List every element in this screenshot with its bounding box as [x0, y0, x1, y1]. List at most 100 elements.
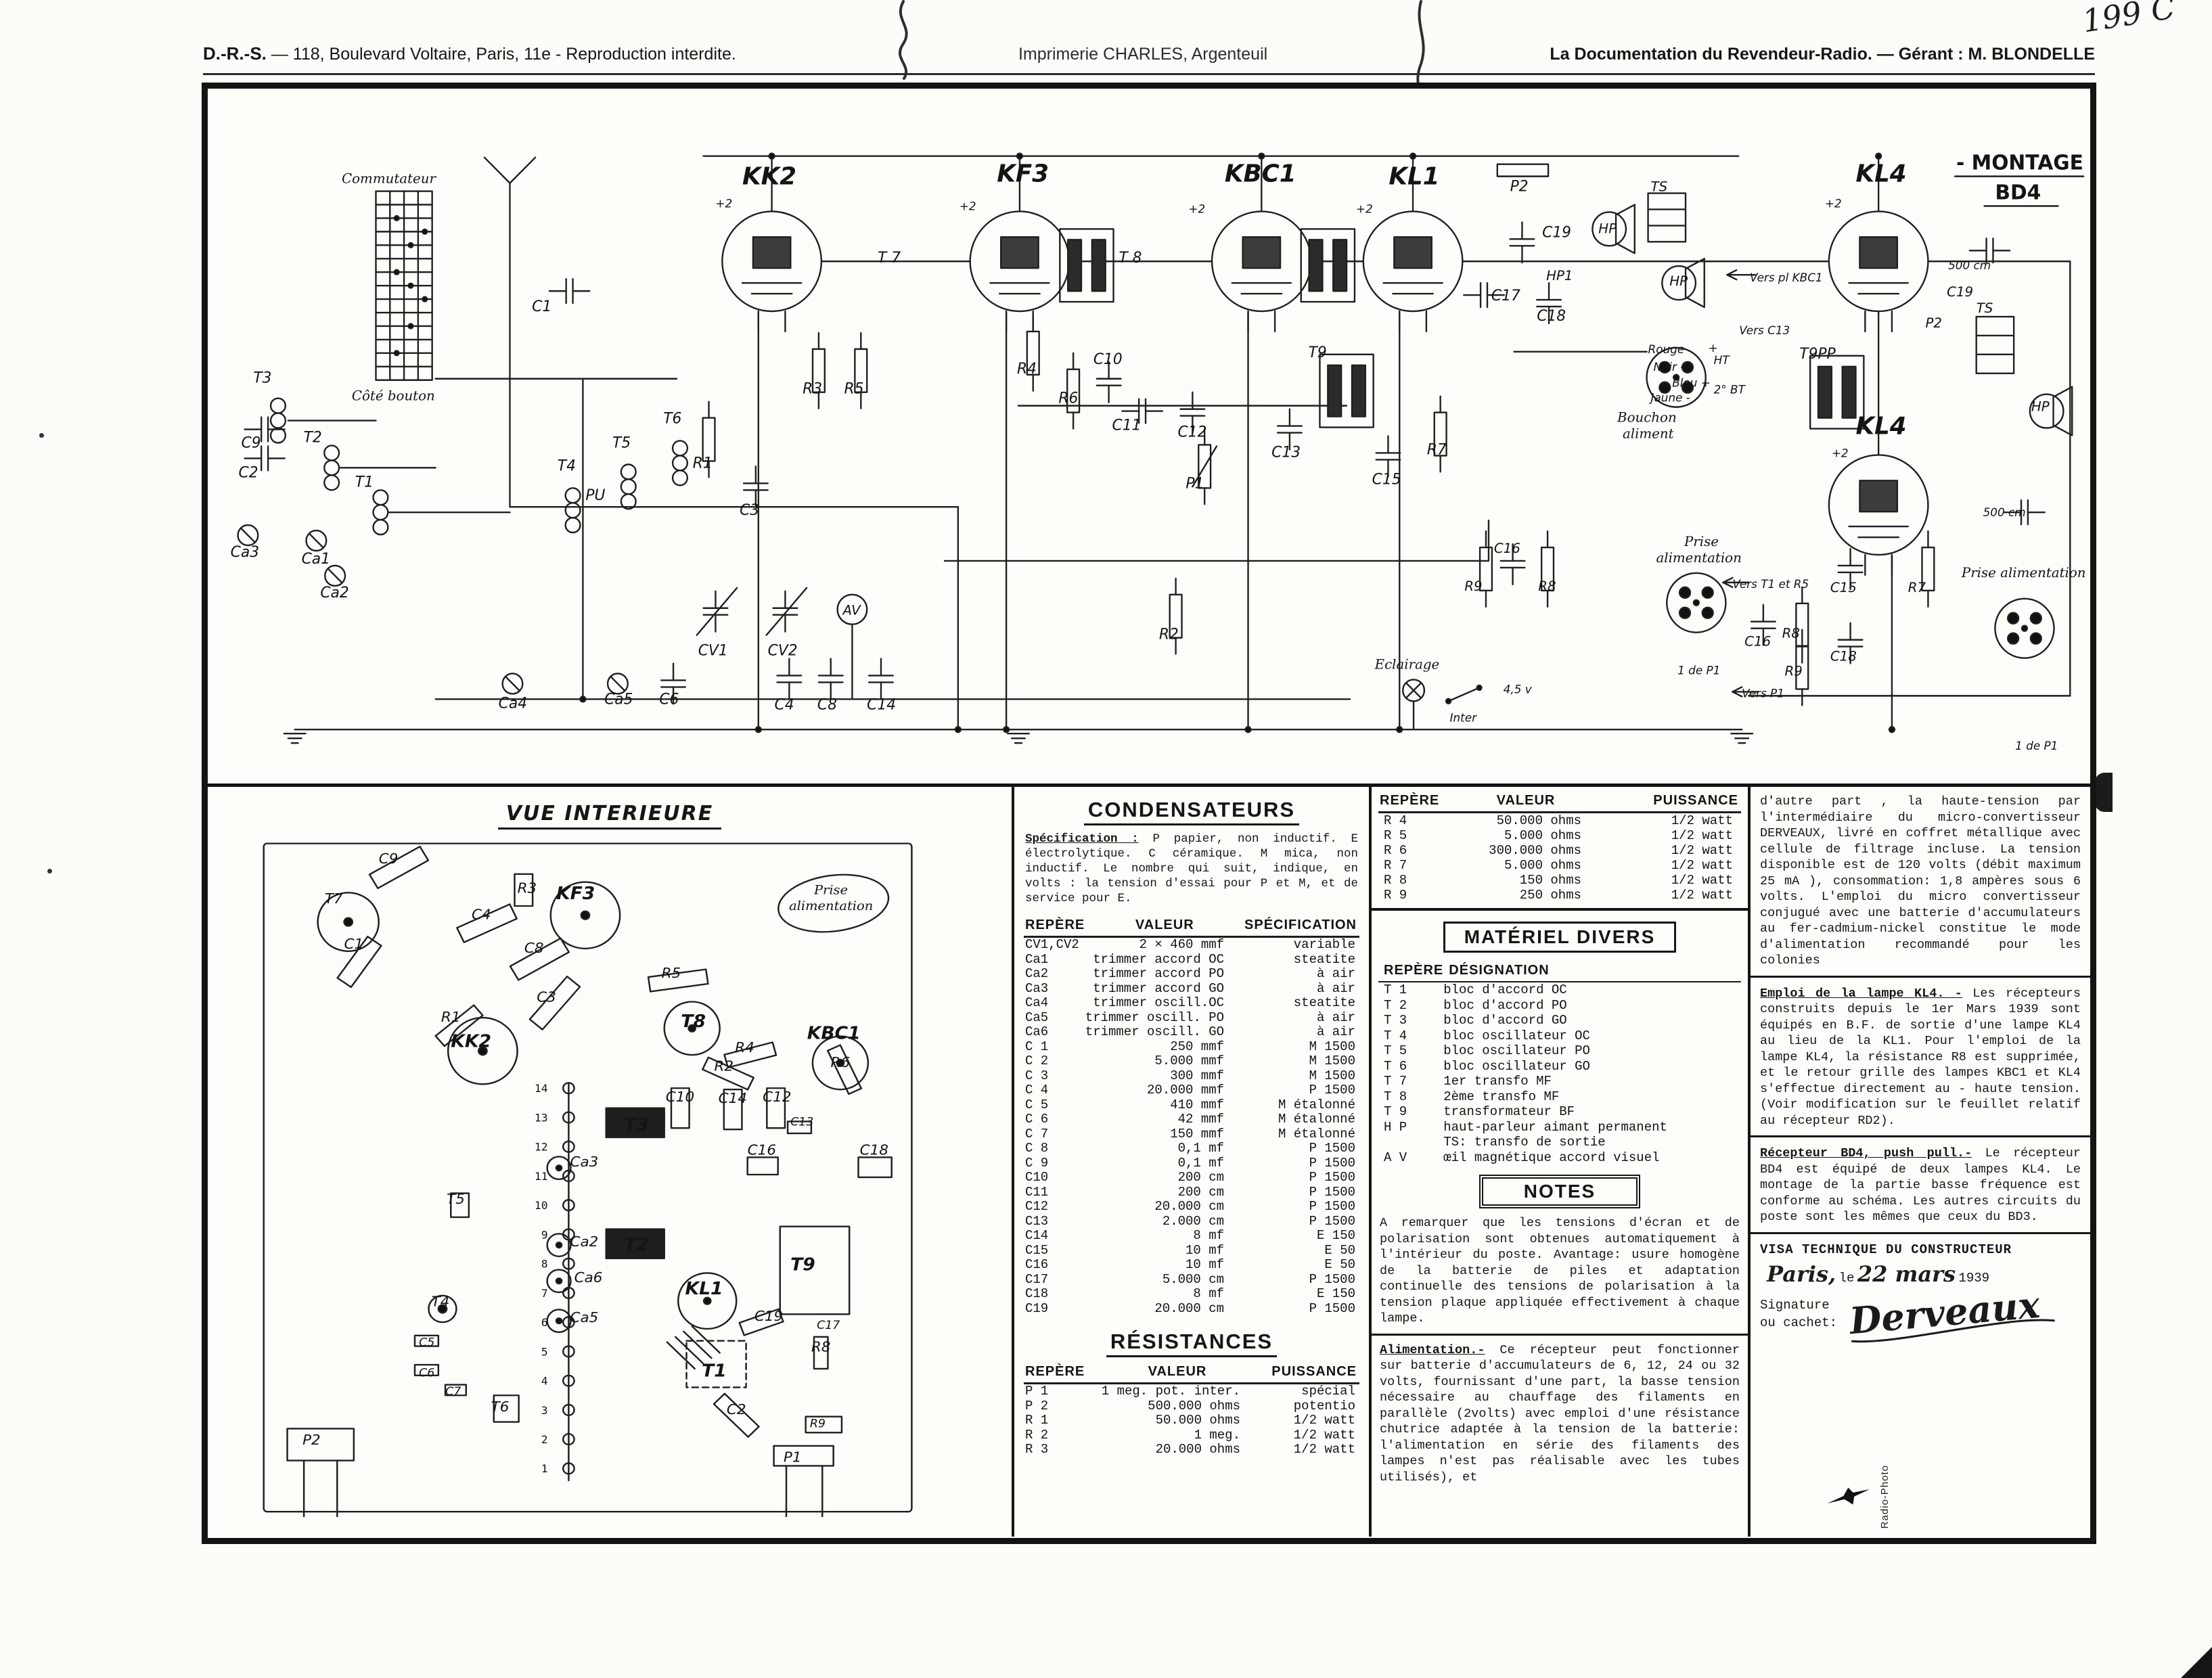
table-cell: P 1500	[1309, 1141, 1355, 1156]
component-label: 500 cm	[1948, 258, 1991, 272]
table-cell: M étalonné	[1278, 1112, 1355, 1127]
component-label: C16	[1744, 634, 1771, 650]
component-label: HP1	[1546, 268, 1573, 284]
table-header-row: REPÈRE VALEUR SPÉCIFICATION	[1024, 914, 1359, 938]
component-label: T2	[304, 429, 322, 446]
table-cell: trimmer oscill. PO	[1085, 1010, 1225, 1025]
component-label: 12	[535, 1141, 548, 1154]
table-cell: 20.000 cm	[1154, 1300, 1225, 1316]
table-row: TS: transfo de sortie	[1378, 1135, 1741, 1150]
component-label: C3	[537, 989, 556, 1005]
component-label: R6	[1058, 390, 1078, 407]
table-cell: 5.000 ohms	[1504, 828, 1581, 843]
component-label: alimentation	[1656, 550, 1741, 566]
component-label: Prise	[813, 883, 848, 898]
vue-interieure-title: VUE INTERIEURE	[497, 802, 722, 830]
table-header-row: REPÈRE VALEUR PUISSANCE	[1378, 790, 1741, 813]
component-label: HP	[1669, 273, 1688, 289]
table-cell: à air	[1316, 966, 1355, 981]
table-cell: 1/2 watt	[1293, 1442, 1355, 1457]
table-cell: trimmer accord GO	[1093, 980, 1225, 996]
component-label: R2	[714, 1058, 733, 1074]
table-cell: Ca5	[1025, 1010, 1049, 1025]
component-label: KK2	[451, 1032, 491, 1051]
table-cell: 1/2 watt	[1671, 873, 1733, 888]
table-cell: spécial	[1301, 1384, 1355, 1399]
signature-label: Signature ou cachet:	[1760, 1297, 1838, 1330]
table-cell: 2.000 cm	[1162, 1213, 1225, 1229]
component-label: R1	[441, 1008, 461, 1024]
table-cell: P 1500	[1309, 1213, 1355, 1229]
table-cell: E 150	[1316, 1228, 1355, 1243]
component-label: C1	[532, 298, 551, 315]
table-cell: œil magnétique accord visuel	[1443, 1150, 1660, 1165]
table-cell: 0,1 mf	[1177, 1141, 1225, 1156]
table-cell: bloc d'accord OC	[1443, 982, 1567, 997]
component-label: +2	[1825, 196, 1842, 210]
table-cell: 1/2 watt	[1671, 828, 1733, 843]
component-label: AV	[842, 603, 861, 618]
component-label: T 7	[878, 250, 901, 267]
table-row: R 5 5.000 ohms 1/2 watt	[1378, 828, 1741, 843]
component-label: C5	[419, 1336, 434, 1350]
component-label: C8	[817, 696, 837, 713]
component-label: C9	[242, 434, 261, 451]
table-cell: C17	[1025, 1271, 1049, 1287]
component-label: C15	[1372, 471, 1401, 488]
table-cell: Ca6	[1025, 1024, 1049, 1039]
chassis-drawing	[263, 842, 913, 1518]
component-label: C15	[1830, 580, 1857, 595]
divider	[1751, 1231, 2090, 1234]
table-cell: C12	[1025, 1199, 1049, 1214]
component-label: KBC1	[807, 1024, 861, 1043]
component-label: 4,5 v	[1504, 682, 1533, 696]
scan-artifact	[47, 869, 52, 874]
component-label: R2	[1159, 627, 1179, 643]
table-cell: H P	[1384, 1119, 1407, 1135]
component-label: Ca5	[570, 1309, 598, 1325]
component-label: +2	[715, 196, 732, 210]
component-label: T9	[1309, 344, 1327, 361]
table-cell: 8 mf	[1193, 1228, 1225, 1243]
printer-credit: Imprimerie CHARLES, Argenteuil	[1018, 45, 1268, 64]
tube-label-kbc1: KBC1	[1225, 160, 1296, 187]
table-cell: 2 × 460 mmf	[1139, 937, 1225, 952]
component-label: 11	[535, 1170, 548, 1183]
component-label: R9	[1785, 663, 1803, 679]
component-label: Vers T1 et R5	[1732, 577, 1809, 591]
table-cell: M étalonné	[1278, 1126, 1355, 1141]
table-cell: 1/2 watt	[1671, 888, 1733, 903]
table-cell: 200 cm	[1177, 1170, 1225, 1185]
table-cell: R 5	[1384, 828, 1407, 843]
table-cell: P 1500	[1309, 1083, 1355, 1097]
component-label: CV1	[698, 642, 728, 659]
tube-label-kl4b: KL4	[1855, 412, 1906, 440]
kl4-paragraph: Emploi de la lampe KL4. - Les récepteurs…	[1760, 986, 2081, 1128]
table-cell: 10 mf	[1186, 1242, 1225, 1258]
component-label: 14	[535, 1082, 548, 1095]
component-label: TS	[1651, 179, 1668, 194]
component-label: 1 de P1	[1677, 663, 1720, 677]
component-label: R4	[1017, 361, 1037, 378]
component-label: 2° BT	[1714, 383, 1746, 396]
component-label: +2	[1188, 202, 1205, 215]
table-cell: à air	[1316, 1010, 1355, 1025]
